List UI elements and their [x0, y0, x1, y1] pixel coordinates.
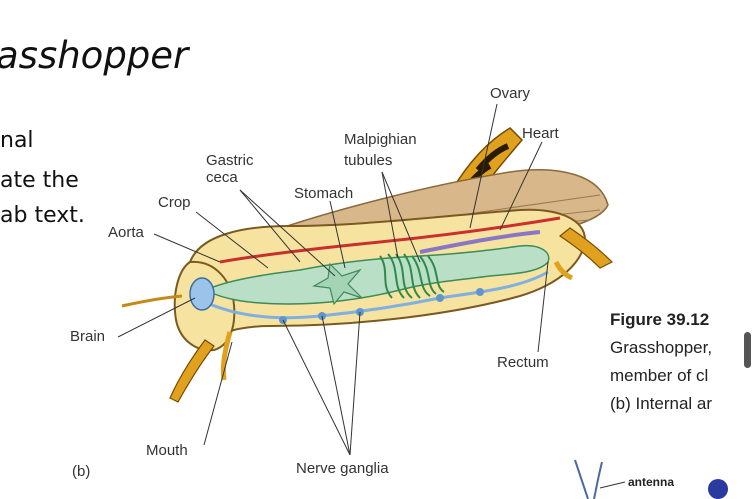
- label-stomach: Stomach: [294, 185, 354, 202]
- inset-leader: [599, 481, 626, 489]
- label-brain: Brain: [70, 328, 106, 345]
- label-rectum: Rectum: [497, 354, 549, 371]
- label-crop: Crop: [158, 194, 191, 211]
- slide-title: asshopper: [0, 34, 189, 77]
- antenna: [121, 294, 183, 308]
- body-text-line-2: ate the: [0, 168, 79, 193]
- malpighian-tubules: [379, 253, 445, 299]
- nerve-cord: [204, 270, 549, 320]
- panel-label: (b): [72, 463, 91, 480]
- body-text-line-3: ab text.: [0, 203, 85, 228]
- label-gastric-1: Gastric: [206, 152, 254, 169]
- figure-caption-line-1: Grasshopper,: [610, 338, 713, 357]
- front-leg: [169, 339, 215, 403]
- label-mouth: Mouth: [146, 442, 188, 459]
- hind-tarsus: [553, 260, 574, 281]
- label-aorta: Aorta: [108, 224, 144, 241]
- ovary-duct: [419, 230, 541, 254]
- scrollbar-thumb[interactable]: [744, 332, 751, 368]
- inset-antenna-line-2: [593, 461, 603, 499]
- hind-leg-tibia: [558, 227, 614, 269]
- gastric-ceca: [312, 262, 363, 306]
- inset-antenna-line: [574, 459, 589, 499]
- label-nerve-ganglia: Nerve ganglia: [296, 460, 389, 477]
- brain-organ: [189, 277, 215, 311]
- label-gastric-2: ceca: [206, 169, 238, 186]
- middle-leg: [220, 331, 233, 381]
- inset-blob: [708, 479, 728, 499]
- label-ovary: Ovary: [490, 85, 531, 102]
- figure-caption-line-2: member of cl: [610, 366, 709, 385]
- figure-caption-line-3: (b) Internal ar: [610, 394, 713, 413]
- body-text-line-1: nal: [0, 128, 34, 153]
- inset-antenna-label: antenna: [628, 475, 675, 489]
- figure-caption-title: Figure 39.12: [610, 310, 710, 329]
- leader-lines: [117, 103, 549, 456]
- label-heart: Heart: [522, 125, 559, 142]
- label-malpighian-1: Malpighian: [344, 131, 417, 148]
- aorta-line: [219, 216, 561, 264]
- label-malpighian-2: tubules: [344, 152, 393, 169]
